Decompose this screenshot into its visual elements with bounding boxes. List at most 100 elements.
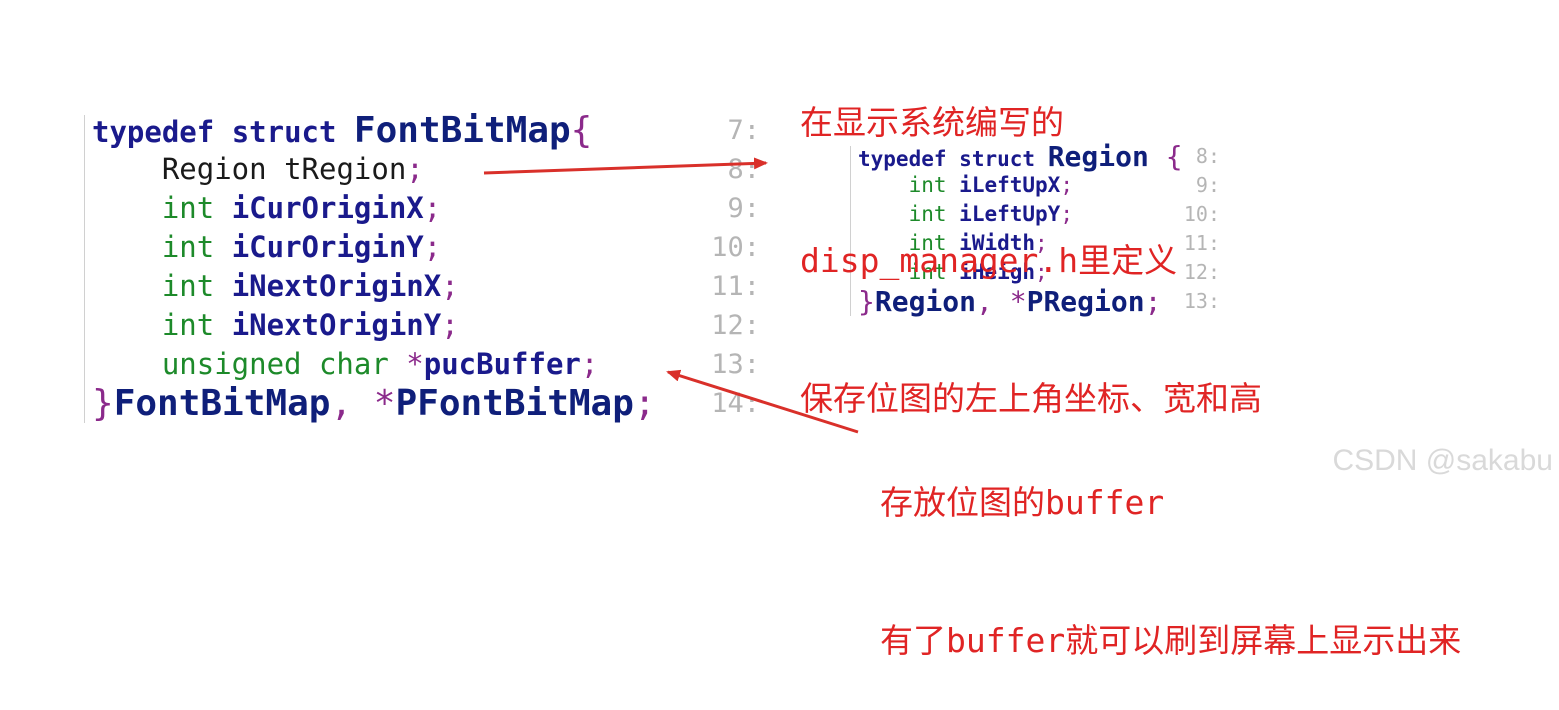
code-token: * — [406, 347, 424, 381]
code-token: typedef — [858, 147, 947, 171]
line-number: 13: — [1183, 289, 1220, 313]
code-token: ; — [1035, 260, 1048, 284]
code-token: int — [858, 173, 947, 197]
code-token: { — [570, 110, 593, 151]
code-token: ; — [580, 347, 599, 381]
annotation-text: 有了 — [880, 621, 946, 660]
arrow-to-region-struct — [483, 157, 768, 175]
annotation-line: disp_manager.h里定义 — [800, 238, 1262, 284]
annotation-region-description: 在显示系统编写的 disp_manager.h里定义 保存位图的左上角坐标、宽和… — [800, 8, 1262, 468]
code-line: 12: int iNextOriginY; — [0, 306, 760, 345]
annotation-text: 就可以刷到屏幕上显示出来 — [1065, 621, 1462, 660]
code-text: typedef struct FontBitMap{ — [92, 111, 592, 152]
annotation-code: buffer — [946, 621, 1066, 660]
code-text: typedef struct Region { — [858, 142, 1183, 174]
code-line: 14:}FontBitMap, *PFontBitMap; — [0, 384, 760, 423]
code-token: ; — [423, 230, 442, 264]
code-token: int — [858, 231, 947, 255]
annotation-arrows — [483, 157, 859, 434]
annotation-line: 在显示系统编写的 — [800, 103, 1064, 142]
code-line: 11: int iNextOriginX; — [0, 267, 760, 306]
code-text: }FontBitMap, *PFontBitMap; — [92, 384, 656, 425]
code-token: iLeftUpX — [959, 173, 1061, 197]
code-text: int iCurOriginY; — [92, 228, 441, 267]
code-token: iCurOriginY — [231, 230, 424, 264]
code-line: 10: int iLeftUpY; — [800, 200, 1220, 229]
code-line: 13: unsigned char *pucBuffer; — [0, 345, 760, 384]
annotation-line: 有了buffer就可以刷到屏幕上显示出来 — [880, 618, 1461, 664]
code-token: } — [858, 285, 875, 318]
code-token: unsigned char — [92, 347, 389, 381]
gutter-divider — [850, 146, 851, 316]
code-token: int — [858, 202, 947, 226]
code-token: Region — [92, 152, 267, 186]
code-token: iNextOriginX — [231, 269, 442, 303]
code-text: }Region, *PRegion; — [858, 287, 1161, 319]
arrow-to-pucbuffer — [666, 369, 859, 434]
code-token: typedef — [92, 115, 215, 149]
code-token: tRegion — [266, 152, 407, 186]
line-number: 12: — [711, 310, 760, 341]
code-line: 13:}Region, *PRegion; — [800, 287, 1220, 316]
code-line: 8: Region tRegion; — [0, 150, 760, 189]
code-text: int iNextOriginX; — [92, 267, 459, 306]
line-number: 10: — [711, 232, 760, 263]
code-text: Region tRegion; — [92, 150, 424, 189]
code-token: iLeftUpY — [959, 202, 1061, 226]
code-line: 9: int iLeftUpX; — [800, 171, 1220, 200]
code-token: FontBitMap — [113, 383, 331, 424]
code-token: ; — [1144, 285, 1162, 318]
line-number: 7: — [727, 115, 760, 146]
code-line: 10: int iCurOriginY; — [0, 228, 760, 267]
code-token: int — [92, 308, 215, 342]
code-token: int — [92, 191, 215, 225]
code-token: ; — [633, 383, 656, 424]
code-token: Region — [874, 285, 977, 318]
code-token: ; — [406, 152, 424, 186]
code-token: * — [1009, 285, 1027, 318]
line-number: 9: — [727, 193, 760, 224]
code-line: 11: int iWidth; — [800, 229, 1220, 258]
line-number: 12: — [1183, 260, 1220, 284]
code-token: , — [330, 383, 374, 424]
code-token: ; — [423, 191, 442, 225]
line-number: 11: — [711, 271, 760, 302]
code-block-fontbitmap: 7:typedef struct FontBitMap{8: Region tR… — [0, 111, 760, 441]
code-token: int — [92, 230, 215, 264]
gutter-divider — [84, 115, 85, 423]
code-token: FontBitMap — [353, 110, 571, 151]
annotation-code: disp_manager.h — [800, 241, 1079, 280]
code-text: int iHeigh; — [858, 258, 1048, 287]
annotation-line: 保存位图的左上角坐标、宽和高 — [800, 379, 1262, 418]
code-token: * — [373, 383, 396, 424]
code-token: ; — [441, 269, 459, 303]
code-text: int iLeftUpY; — [858, 200, 1073, 229]
annotation-text: 里定义 — [1078, 241, 1178, 280]
line-number: 8: — [1195, 144, 1220, 168]
code-token: iNextOriginY — [231, 308, 442, 342]
code-token: ; — [441, 308, 459, 342]
line-number: 11: — [1183, 231, 1220, 255]
code-token: int — [858, 260, 947, 284]
code-token: } — [92, 383, 114, 424]
line-number: 10: — [1183, 202, 1220, 226]
line-number: 13: — [711, 349, 760, 380]
code-token: PRegion — [1026, 285, 1145, 318]
code-token: ; — [1060, 173, 1073, 197]
code-token: int — [92, 269, 215, 303]
code-text: int iNextOriginY; — [92, 306, 459, 345]
code-text: int iCurOriginX; — [92, 189, 441, 228]
watermark: CSDN @sakabu — [1332, 444, 1553, 477]
code-token: ; — [1060, 202, 1073, 226]
code-text: int iWidth; — [858, 229, 1048, 258]
code-token: struct — [959, 147, 1036, 171]
code-token: , — [976, 285, 1010, 318]
code-block-region: 8: typedef struct Region {9: int iLeftUpX… — [800, 142, 1220, 342]
code-text: int iLeftUpX; — [858, 171, 1073, 200]
code-token: PFontBitMap — [395, 383, 634, 424]
code-token: Region — [1047, 140, 1149, 173]
code-line: 8: typedef struct Region { — [800, 142, 1220, 171]
code-token: iHeigh — [959, 260, 1036, 284]
code-line: 7: typedef struct FontBitMap{ — [0, 111, 760, 150]
code-token: struct — [231, 115, 337, 149]
